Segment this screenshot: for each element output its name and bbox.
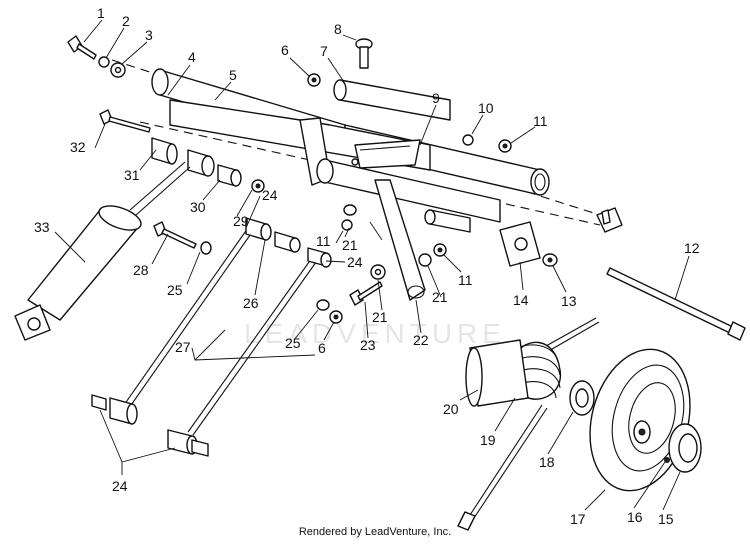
callout-21-right: 21	[432, 289, 448, 305]
washer-3	[110, 62, 126, 78]
bolt-23	[349, 281, 383, 306]
callout-6-bottom: 6	[318, 340, 326, 356]
callout-10: 10	[478, 100, 494, 116]
callout-32: 32	[70, 139, 86, 155]
tie-rod-upper	[123, 217, 272, 409]
callout-5: 5	[229, 67, 237, 83]
callout-22: 22	[413, 332, 429, 348]
callout-33: 33	[34, 219, 50, 235]
callout-27: 27	[175, 339, 191, 355]
bushing-pair	[187, 149, 242, 187]
clamp-plate	[499, 221, 541, 267]
leader-lines	[54, 19, 690, 511]
callout-24-right: 24	[347, 254, 363, 270]
callout-8: 8	[334, 21, 342, 37]
nut-11-top	[498, 139, 512, 153]
nut-11-right	[433, 243, 447, 257]
washer-18	[569, 380, 595, 416]
wheel-17	[589, 348, 691, 492]
nut-6-bottom	[329, 310, 343, 324]
shock-absorber	[14, 161, 191, 341]
washer-21-set	[341, 204, 432, 280]
bolt-8	[355, 38, 373, 69]
bolt-1	[67, 35, 97, 60]
callout-16: 16	[627, 509, 643, 525]
bracket-plate	[351, 139, 421, 169]
callout-20: 20	[443, 401, 459, 417]
callout-29: 29	[233, 213, 249, 229]
washer-2	[98, 56, 110, 68]
nut-13	[542, 253, 558, 267]
callout-11-right: 11	[458, 272, 473, 288]
callout-30: 30	[190, 199, 206, 215]
callout-28: 28	[133, 262, 149, 278]
footer-credit: Rendered by LeadVenture, Inc.	[298, 526, 452, 538]
callout-24-mid: 24	[262, 187, 278, 203]
callout-6-top: 6	[281, 42, 289, 58]
callout-3: 3	[145, 27, 153, 43]
callout-2: 2	[122, 13, 130, 29]
callout-31: 31	[124, 167, 140, 183]
callout-13: 13	[561, 293, 577, 309]
callout-19: 19	[480, 432, 496, 448]
right-bracket	[596, 207, 623, 233]
callout-18: 18	[539, 454, 555, 470]
washer-25a	[200, 241, 212, 255]
callout-23: 23	[360, 337, 376, 353]
spacer-20	[465, 339, 529, 407]
callout-25-left: 25	[167, 282, 183, 298]
callout-24-bottom: 24	[112, 478, 128, 494]
callout-9: 9	[432, 90, 440, 106]
end-bushings-24	[91, 394, 209, 457]
callout-25-center: 25	[285, 335, 301, 351]
bolt-28	[153, 221, 197, 249]
bolt-centerline	[139, 121, 601, 226]
hub-cap-15	[664, 423, 702, 473]
callout-11-mid: 11	[316, 233, 331, 249]
callout-11-top: 11	[533, 113, 548, 129]
bolt-32	[99, 109, 151, 133]
callout-21-upper: 21	[342, 237, 358, 253]
callout-15: 15	[658, 511, 674, 527]
callout-17: 17	[570, 511, 586, 527]
callout-labels: 1 2 3 4 5 6 7 8 9 10 11 12 32 31 24 30 2…	[34, 5, 700, 527]
nut-10	[462, 134, 474, 146]
callout-7: 7	[320, 43, 328, 59]
callout-26: 26	[243, 295, 259, 311]
upper-tube	[333, 79, 451, 121]
callout-1: 1	[97, 5, 105, 21]
callout-4: 4	[188, 49, 196, 65]
callout-21-lower: 21	[372, 309, 388, 325]
nut-6-top	[307, 73, 321, 87]
callout-14: 14	[513, 292, 529, 308]
washer-25b	[316, 299, 330, 311]
nut-29	[251, 179, 265, 193]
hanger-strap	[374, 179, 426, 301]
callout-12: 12	[684, 240, 700, 256]
bushing-31	[151, 137, 178, 165]
tie-rod-lower	[187, 231, 332, 436]
long-bolt-12	[606, 267, 746, 341]
